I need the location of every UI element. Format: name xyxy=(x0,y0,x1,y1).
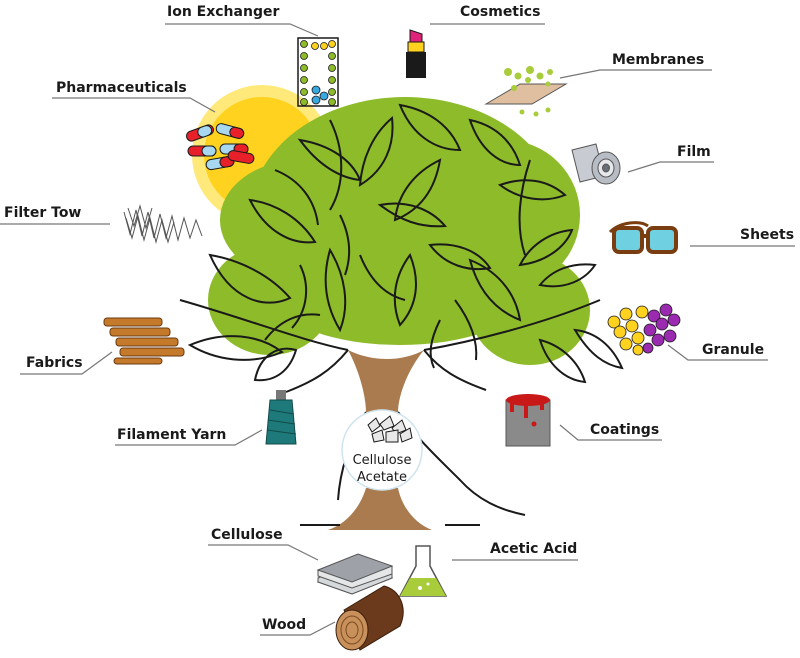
center-label-line2: Acetate xyxy=(357,470,407,485)
label-acetic-acid: Acetic Acid xyxy=(490,541,578,557)
label-sheets: Sheets xyxy=(740,227,795,243)
crystals-icon xyxy=(367,415,413,443)
label-wood: Wood xyxy=(262,617,307,633)
paper-stack-icon xyxy=(316,553,394,595)
trunk xyxy=(348,350,424,412)
trunk-base xyxy=(328,488,432,530)
membrane-icon xyxy=(484,66,568,117)
lipstick-icon xyxy=(406,29,426,78)
yarn-spool-icon xyxy=(265,390,297,445)
label-cosmetics: Cosmetics xyxy=(460,4,541,20)
label-ion-exchanger: Ion Exchanger xyxy=(167,4,280,20)
film-roll-icon xyxy=(571,143,621,185)
flask-icon xyxy=(398,545,448,597)
ion-exchanger-icon xyxy=(297,37,339,107)
glasses-icon xyxy=(608,221,678,254)
filter-tow-icon xyxy=(123,204,203,244)
label-granule: Granule xyxy=(702,342,765,358)
label-filter-tow: Filter Tow xyxy=(4,205,82,221)
label-film: Film xyxy=(677,144,711,160)
log-icon xyxy=(335,585,404,651)
label-fabrics: Fabrics xyxy=(26,355,83,371)
leader-lines xyxy=(0,23,795,636)
label-filament-yarn: Filament Yarn xyxy=(117,427,227,443)
paint-bucket-icon xyxy=(505,394,551,447)
label-cellulose: Cellulose xyxy=(211,527,283,543)
center-label-line1: Cellulose xyxy=(352,453,412,468)
fabric-icon xyxy=(103,317,185,365)
branch-outlines xyxy=(179,103,624,526)
granules-icon xyxy=(607,303,681,356)
pills-icon xyxy=(186,123,255,171)
label-pharmaceuticals: Pharmaceuticals xyxy=(56,80,187,96)
label-coatings: Coatings xyxy=(590,422,660,438)
label-membranes: Membranes xyxy=(612,52,705,68)
